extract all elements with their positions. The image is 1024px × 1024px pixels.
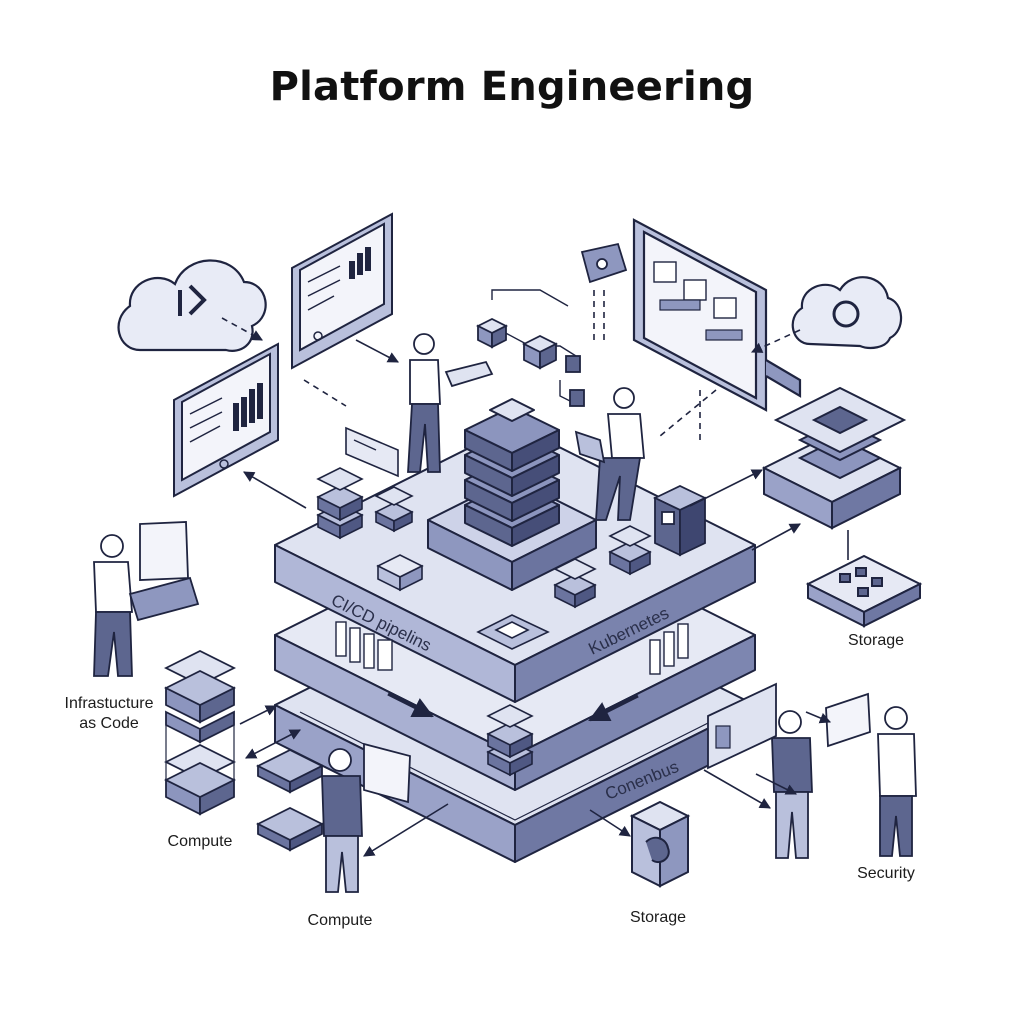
- badge-panel: [345, 426, 399, 478]
- label-security: Security: [857, 865, 915, 882]
- label-storage-right: Storage: [847, 632, 905, 649]
- person-seated: [574, 387, 645, 521]
- server-stack-left: [316, 467, 364, 540]
- cloud-icon-left: [117, 259, 267, 352]
- central-server-tower: [464, 398, 560, 547]
- label-iac-line1: Infrastucture: [64, 695, 154, 712]
- large-monitor-right: [632, 218, 802, 412]
- label-infrastructure-as-code: Infrastucture as Code: [48, 694, 170, 734]
- compute-stack-center: [255, 748, 325, 852]
- server-stack-bottom: [486, 704, 534, 777]
- flow-arrows-middle: [387, 692, 639, 722]
- small-device-top: [580, 242, 628, 284]
- rack-row-right: [649, 623, 689, 675]
- network-nodes: [475, 289, 585, 407]
- server-stack-small: [374, 486, 414, 533]
- person-security: [825, 692, 917, 857]
- storage-server-right: [761, 386, 907, 530]
- person-top-left: [407, 333, 494, 473]
- storage-tray-right: [805, 554, 923, 628]
- grid-module-cube: [652, 485, 708, 557]
- label-compute-bottom: Compute: [307, 912, 373, 929]
- page-title: Platform Engineering: [269, 64, 755, 110]
- rack-row-left: [335, 621, 393, 671]
- compute-stack-left: [163, 649, 237, 816]
- person-right-panel: [707, 682, 813, 859]
- cloud-icon-right: [791, 276, 903, 349]
- storage-box-bottom: [629, 800, 691, 888]
- server-stack-right: [553, 525, 652, 609]
- package-box: [376, 554, 424, 592]
- dashboard-panel-left: [173, 342, 279, 498]
- person-left-laptop: [93, 521, 200, 677]
- person-center-bottom: [321, 742, 411, 893]
- connector-lines: [221, 290, 849, 857]
- dashboard-panel-top-left: [291, 212, 393, 370]
- tablet-device: [476, 614, 550, 650]
- label-storage-bottom: Storage: [629, 909, 687, 926]
- label-compute-left: Compute: [167, 833, 233, 850]
- label-iac-line2: as Code: [79, 715, 139, 732]
